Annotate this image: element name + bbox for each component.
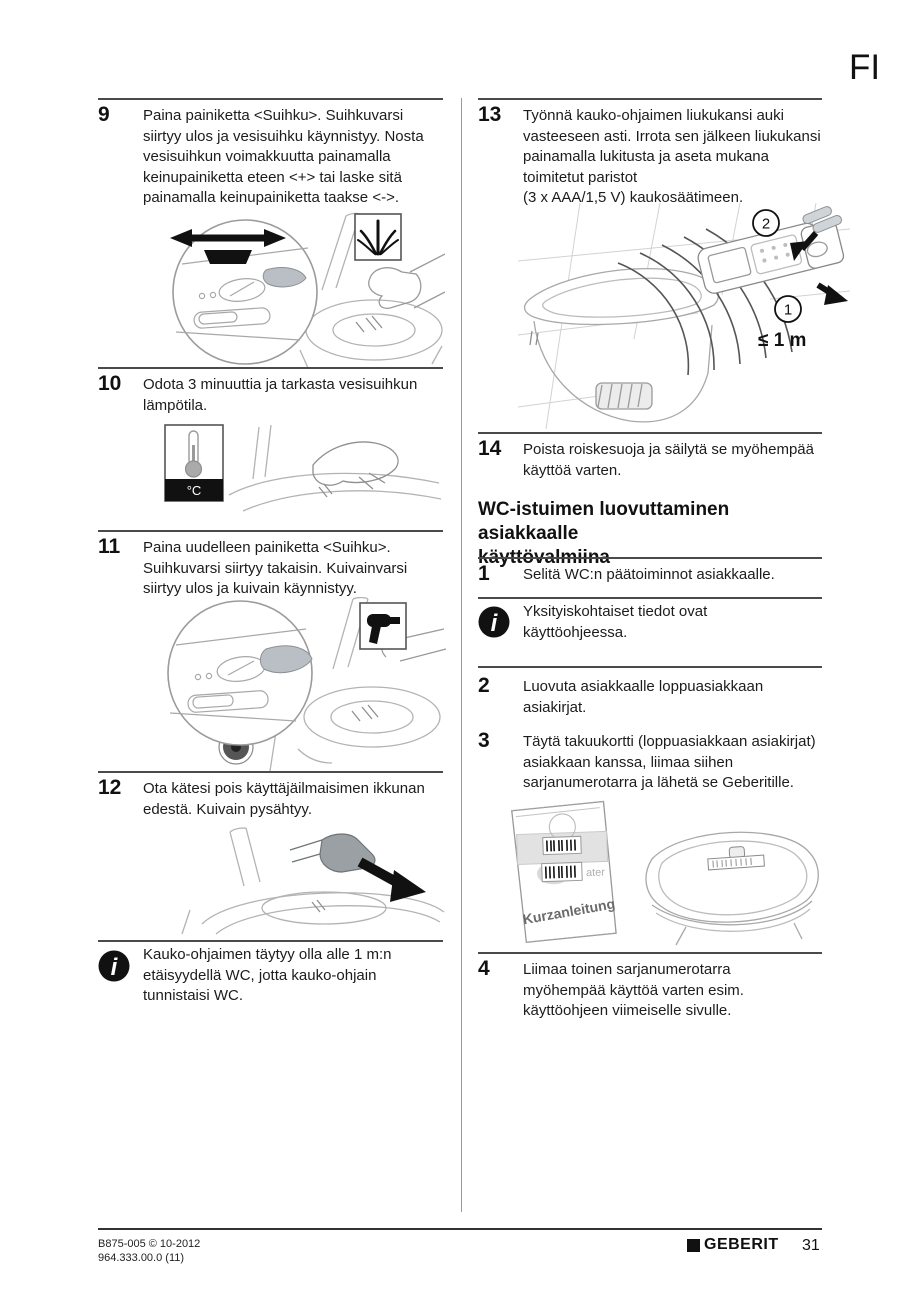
svg-text:2: 2 (762, 216, 770, 233)
geberit-logo-square-icon (687, 1238, 700, 1252)
step-number: 11 (98, 535, 121, 558)
step-text: Luovuta asiakkaalle loppuasiakkaan asiak… (523, 678, 764, 716)
figure-step11-illustration (148, 597, 448, 771)
note-text: Yksityiskohtaiset tiedot ovat käyttöohje… (523, 603, 708, 641)
plus-minus-arrow-icon (170, 229, 286, 264)
step-text: Paina painiketta <Suihku>. Suihkuvarsi s… (143, 107, 424, 206)
step-number: 10 (98, 372, 122, 395)
step-number: 14 (478, 437, 502, 460)
rule-above-step11 (98, 530, 443, 532)
step-text: Paina uudelleen painiketta <Suihku>. Sui… (143, 539, 408, 597)
info-icon: i (478, 606, 510, 638)
thermometer-icon: °C (164, 424, 224, 502)
figure-step9-illustration (150, 210, 445, 368)
figure-step3-illustration: ater Kurzanleitung (500, 799, 820, 949)
magnifier-detail (170, 219, 318, 365)
booklet-text-fragment: ater (586, 866, 606, 879)
arrow-icon (357, 857, 426, 902)
svg-text:1: 1 (784, 302, 792, 319)
magnifier-detail (167, 600, 313, 746)
document-codes: B875-005 © 10-2012 964.333.00.0 (11) (98, 1238, 201, 1264)
lid-edge-shaded (262, 267, 307, 288)
spray-icon (354, 213, 402, 261)
step-number: 12 (98, 776, 122, 799)
page-number: 31 (802, 1237, 820, 1254)
step-number: 3 (478, 729, 490, 752)
callout-1: 1 (774, 295, 802, 323)
quick-guide-booklet: ater Kurzanleitung (511, 800, 617, 943)
rule-above-step1 (478, 557, 822, 559)
rule-above-step12 (98, 771, 443, 773)
figure-step12-illustration (172, 826, 447, 936)
step-text: Poista roiskesuoja ja säilytä se myöhemp… (523, 441, 814, 479)
note-text: Kauko-ohjaimen täytyy olla alle 1 m:n et… (143, 946, 392, 1004)
toilet-sketch (523, 268, 720, 423)
rule-above-step9 (98, 98, 443, 100)
temperature-unit-label: °C (187, 483, 202, 498)
distance-label: ≤ 1 m (758, 330, 806, 351)
figure-step10-illustration: °C (163, 423, 445, 523)
callout-2: 2 (752, 209, 780, 237)
step-text: Työnnä kauko-ohjaimen liukukansi auki va… (523, 107, 821, 206)
column-divider (461, 98, 462, 1212)
hairdryer-icon (359, 602, 407, 650)
rule-above-left-note (98, 940, 443, 942)
section-heading: WC-istuimen luovuttaminen asiakkaalle kä… (478, 499, 730, 568)
serial-number-sticker (542, 835, 582, 856)
step-text: Odota 3 minuuttia ja tarkasta vesisuihku… (143, 376, 418, 414)
step-number: 4 (478, 957, 490, 980)
info-icon: i (98, 950, 130, 982)
geberit-logo-text: GEBERIT (704, 1236, 779, 1253)
step-number: 1 (478, 562, 490, 585)
step-number: 13 (478, 103, 502, 126)
rule-above-step10 (98, 367, 443, 369)
lid-edge-shaded (259, 645, 313, 674)
svg-text:i: i (111, 954, 119, 981)
geberit-logo: GEBERIT (687, 1236, 779, 1254)
step-text: Täytä takuukortti (loppuasiakkaan asiaki… (523, 733, 816, 791)
hand-sketch (228, 424, 442, 512)
insert-batteries-arrow-icon (790, 231, 819, 261)
lid-sticker (707, 846, 765, 871)
step-number: 9 (98, 103, 110, 126)
step-text: Selitä WC:n päätoiminnot asiakkaalle. (523, 566, 775, 583)
rule-below-right-note (478, 666, 822, 668)
svg-text:i: i (491, 610, 499, 637)
rule-above-step13 (478, 98, 822, 100)
step-number: 2 (478, 674, 490, 697)
slide-cover-arrow-icon (816, 282, 848, 305)
rule-above-step14 (478, 432, 822, 434)
step-text: Liimaa toinen sarjanumerotarra myöhempää… (523, 961, 744, 1019)
toilet-sketch (181, 827, 445, 935)
rule-above-step4 (478, 952, 822, 954)
rule-above-right-note (478, 597, 822, 599)
footer-rule (98, 1228, 822, 1230)
toilet-lid-sketch (645, 831, 819, 946)
figure-step13-illustration: 2 1 ≤ 1 m (518, 203, 850, 429)
battery-icon (802, 206, 843, 233)
step-text: Ota kätesi pois käyttäjäilmaisimen ikkun… (143, 780, 425, 818)
serial-number-sticker (541, 861, 583, 883)
page-language-label: FI (849, 48, 881, 87)
